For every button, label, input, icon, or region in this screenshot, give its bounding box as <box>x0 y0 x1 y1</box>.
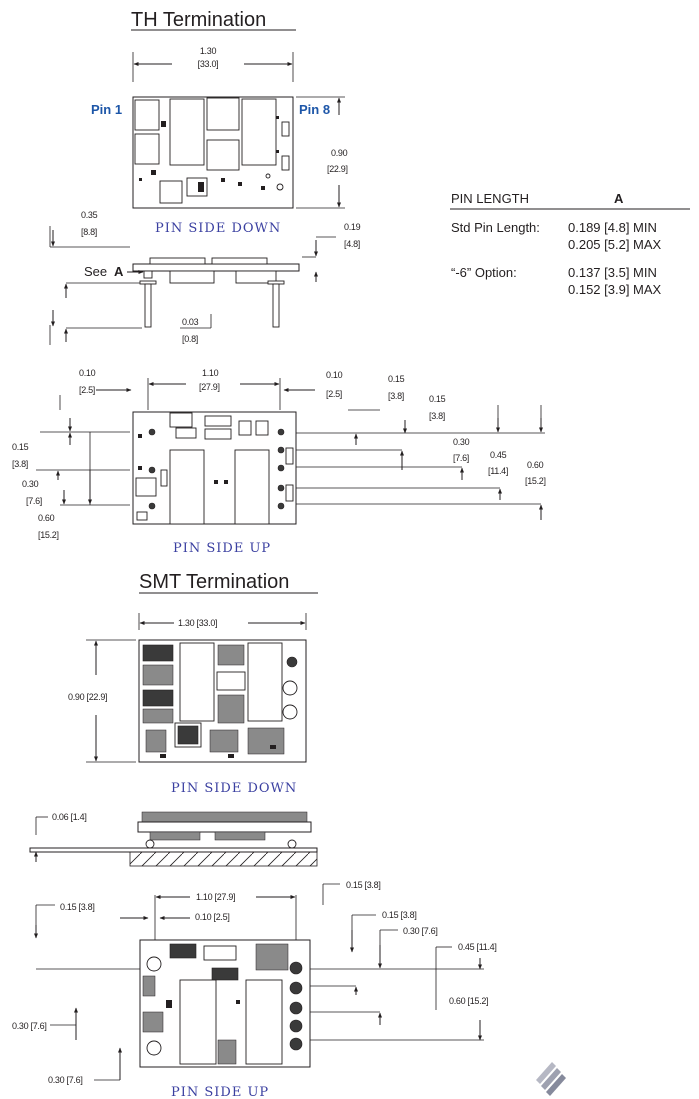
th-bottom-l1-mm: [3.8] <box>12 459 28 469</box>
th-pin8-label: Pin 8 <box>299 102 330 117</box>
smt-side-height: 0.06 [1.4] <box>52 812 87 822</box>
pin-table-header-a: A <box>614 191 624 206</box>
th-bottom-e-mm: [3.8] <box>429 411 445 421</box>
th-bottom-h-mm: [15.2] <box>525 476 546 486</box>
smt-bottom-b: 1.10 [27.9] <box>196 892 235 902</box>
smt-top-width: 1.30 [33.0] <box>178 618 217 628</box>
smt-termination-title: SMT Termination <box>139 571 289 593</box>
smt-bottom-g: 0.45 [11.4] <box>458 942 497 952</box>
th-bottom-caption: PIN SIDE UP <box>173 541 271 556</box>
th-top-height-mm: [22.9] <box>327 164 348 174</box>
smt-bottom-e: 0.15 [3.8] <box>382 910 417 920</box>
th-bottom-dimensions: 0.10 [2.5] 1.10 [27.9] 0.10 [2.5] 0.15 [… <box>12 368 546 540</box>
th-side-d2-mm: [4.8] <box>344 239 360 249</box>
th-bottom-b-mm: [27.9] <box>199 382 220 392</box>
th-side-dimensions: 0.35 [8.8] 0.19 [4.8] See A 0.03 [0.8] <box>49 210 361 345</box>
pin-table-row1-min: 0.189 [4.8] MIN <box>568 220 657 235</box>
th-side-d2-in: 0.19 <box>344 222 361 232</box>
smt-top-caption: PIN SIDE DOWN <box>171 781 297 796</box>
th-side-view <box>132 257 300 328</box>
smt-side-view: 0.06 [1.4] <box>29 811 318 867</box>
th-see-label: See <box>84 264 107 279</box>
th-bottom-g-in: 0.45 <box>490 450 507 460</box>
smt-bottom-l2: 0.30 [7.6] <box>48 1075 83 1085</box>
smt-bottom-a: 0.15 [3.8] <box>60 902 95 912</box>
pin-table-row2-max: 0.152 [3.9] MAX <box>568 282 662 297</box>
th-top-view-board <box>132 96 294 209</box>
smt-bottom-caption: PIN SIDE UP <box>171 1085 269 1099</box>
th-bottom-f-mm: [7.6] <box>453 453 469 463</box>
smt-bottom-f: 0.30 [7.6] <box>403 926 438 936</box>
th-see-ref: A <box>114 264 124 279</box>
th-bottom-l2-mm: [7.6] <box>26 496 42 506</box>
th-bottom-e-in: 0.15 <box>429 394 446 404</box>
smt-bottom-dimensions: 0.15 [3.8] 1.10 [27.9] 0.15 [3.8] 0.10 [… <box>12 880 497 1085</box>
pin-table-row1-label: Std Pin Length: <box>451 220 540 235</box>
th-bottom-f-in: 0.30 <box>453 437 470 447</box>
th-bottom-h-in: 0.60 <box>527 460 544 470</box>
smt-bottom-d: 0.15 [3.8] <box>346 880 381 890</box>
th-top-height-in: 0.90 <box>331 148 348 158</box>
company-logo-mark <box>536 1062 566 1096</box>
th-bottom-d-mm: [3.8] <box>388 391 404 401</box>
smt-bottom-h: 0.60 [15.2] <box>449 996 488 1006</box>
th-side-d1-mm: [8.8] <box>81 227 97 237</box>
pin-table-row1-max: 0.205 [5.2] MAX <box>568 237 662 252</box>
th-side-d1-in: 0.35 <box>81 210 98 220</box>
th-top-height-dimension: 0.90 [22.9] <box>296 96 348 209</box>
th-bottom-a-mm: [2.5] <box>79 385 95 395</box>
th-bottom-d-in: 0.15 <box>388 374 405 384</box>
smt-bottom-view-board <box>139 939 311 1068</box>
pin-table-row2-min: 0.137 [3.5] MIN <box>568 265 657 280</box>
th-bottom-a-in: 0.10 <box>79 368 96 378</box>
th-bottom-g-mm: [11.4] <box>488 466 508 476</box>
smt-bottom-l1: 0.30 [7.6] <box>12 1021 47 1031</box>
smt-top-view-board <box>138 639 307 763</box>
th-top-caption: PIN SIDE DOWN <box>155 221 281 236</box>
th-top-width-mm: [33.0] <box>198 59 219 69</box>
smt-top-width-dimension: 1.30 [33.0] <box>138 613 307 630</box>
th-pin1-label: Pin 1 <box>91 102 122 117</box>
th-bottom-c-in: 0.10 <box>326 370 343 380</box>
th-bottom-l1-in: 0.15 <box>12 442 29 452</box>
th-bottom-view-board <box>132 411 297 525</box>
pin-table-header-label: PIN LENGTH <box>451 191 529 206</box>
smt-top-height: 0.90 [22.9] <box>68 692 107 702</box>
pin-length-table: PIN LENGTH A Std Pin Length: 0.189 [4.8]… <box>450 191 690 297</box>
smt-bottom-c: 0.10 [2.5] <box>195 912 230 922</box>
th-termination-title: TH Termination <box>131 9 266 31</box>
th-bottom-b-in: 1.10 <box>202 368 219 378</box>
th-side-d3-mm: [0.8] <box>182 334 198 344</box>
th-side-d3-in: 0.03 <box>182 317 199 327</box>
th-bottom-l3-mm: [15.2] <box>38 530 59 540</box>
th-bottom-l3-in: 0.60 <box>38 513 55 523</box>
pin-table-row2-label: “-6” Option: <box>451 265 517 280</box>
smt-top-height-dimension: 0.90 [22.9] <box>68 639 136 763</box>
th-top-width-dimension: 1.30 [33.0] <box>132 46 294 82</box>
th-top-width-in: 1.30 <box>200 46 217 56</box>
th-bottom-l2-in: 0.30 <box>22 479 39 489</box>
th-bottom-c-mm: [2.5] <box>326 389 342 399</box>
